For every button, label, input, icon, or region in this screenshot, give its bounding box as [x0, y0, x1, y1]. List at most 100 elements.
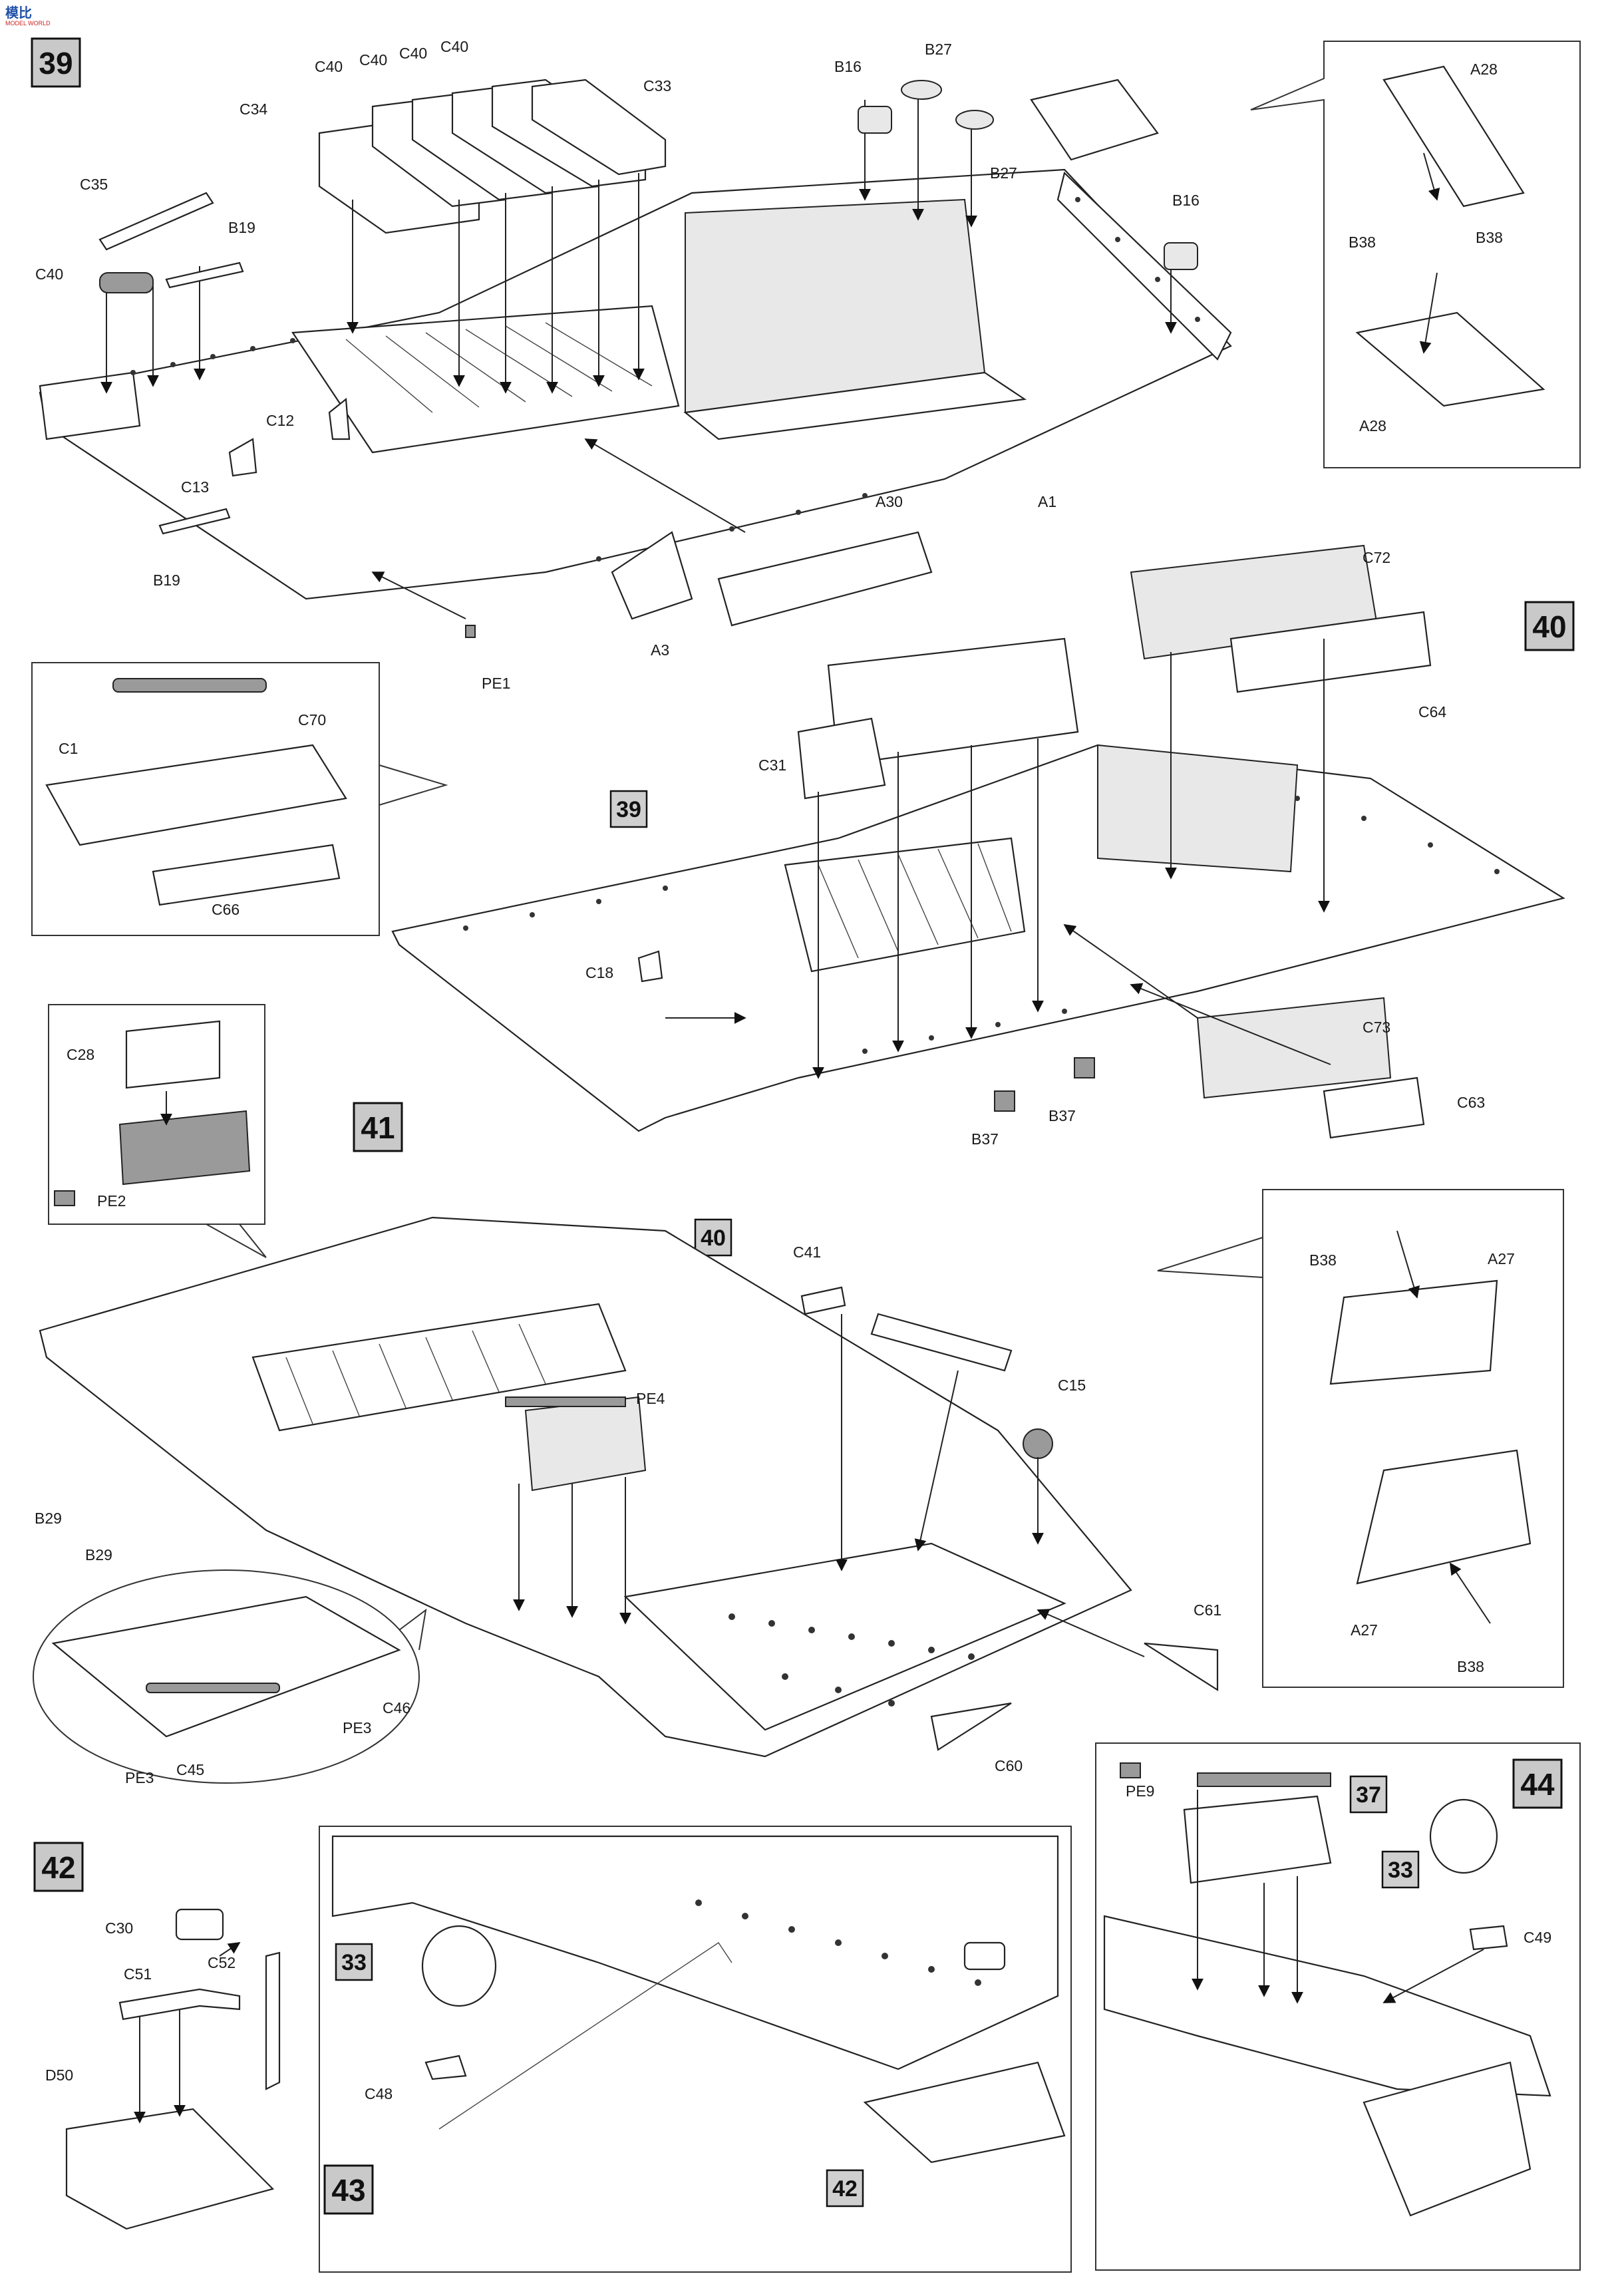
part-b27-right-shape [955, 110, 994, 130]
hatch-plate-39 [1030, 79, 1159, 161]
part-c51-shape [118, 1988, 241, 2021]
step-39-box [31, 37, 81, 88]
label-c73: C73 [1363, 1019, 1390, 1036]
label-a3: A3 [651, 641, 669, 659]
inset-a27-pointer [1157, 1237, 1263, 1278]
label-pe3-2: PE3 [125, 1769, 154, 1786]
part-a30-shape [717, 531, 933, 627]
inset-c1-bar [112, 678, 267, 693]
labels-step-41: C28 PE2 C41 C15 PE4 B29 B29 PE3 C46 PE3 … [35, 1046, 1515, 1786]
label-b38-3: B38 [1309, 1251, 1337, 1269]
label-pe3-1: PE3 [343, 1719, 371, 1736]
label-pe1: PE1 [482, 675, 510, 692]
label-c33: C33 [643, 77, 671, 94]
label-c52: C52 [208, 1954, 236, 1971]
label-c34: C34 [240, 100, 267, 118]
label-b27-2: B27 [990, 164, 1017, 182]
step-42-assembly: 42 C30 C51 C52 D50 [33, 1842, 281, 2230]
step-41-number: 41 [361, 1110, 395, 1145]
part-c49-shape [1469, 1925, 1508, 1951]
part-c64-shape [1229, 611, 1432, 693]
label-c30: C30 [105, 1919, 133, 1937]
inset-a28-plate-upper [1382, 65, 1525, 208]
inset-c70-tray [45, 744, 347, 846]
part-42-mirror-43 [963, 1941, 1006, 1971]
inset-a28-frame [1250, 41, 1581, 468]
label-a1: A1 [1038, 493, 1056, 510]
ref-33a-box [335, 1943, 373, 1981]
part-b16-right-shape [1164, 242, 1198, 270]
part-c40-cylinder [99, 272, 154, 293]
label-c72: C72 [1363, 549, 1390, 566]
part-c52-shape [265, 1951, 281, 2090]
step-43-frame [319, 1826, 1072, 2273]
label-b29-2: B29 [85, 1546, 112, 1563]
part-c35-shape [98, 192, 214, 251]
label-c1: C1 [59, 740, 78, 757]
ref-33a-number: 33 [341, 1950, 367, 1975]
inset-c28-box [125, 1020, 221, 1089]
detail-circle-tail [399, 1608, 427, 1651]
label-b37-2: B37 [1048, 1107, 1076, 1124]
step-40-box [1524, 601, 1575, 651]
ref-37-number: 37 [1356, 1782, 1381, 1808]
ref-33b-box [1381, 1850, 1420, 1889]
label-c40-4: C40 [440, 38, 468, 55]
part-33-headlight-44 [1429, 1798, 1498, 1874]
step-42-number: 42 [41, 1850, 75, 1885]
part-c12-shape [328, 397, 351, 440]
label-c63: C63 [1457, 1094, 1485, 1111]
step-39-assembly: 39 [31, 37, 1581, 692]
hull-41-louvres [285, 1323, 546, 1424]
step-43-hull [331, 1835, 1059, 2070]
label-c70: C70 [298, 711, 326, 729]
part-c15-shape [1023, 1428, 1053, 1459]
label-c46: C46 [383, 1699, 410, 1717]
part-c63-shape [1323, 1076, 1425, 1139]
label-c13: C13 [181, 478, 209, 496]
inset-pe2-frame [118, 1110, 251, 1186]
detail-circle [33, 1569, 420, 1784]
pe-marker-icon [54, 1190, 75, 1206]
step-43-assembly: 43 33 42 C48 [319, 1826, 1072, 2273]
part-d50-shape [65, 2108, 275, 2230]
inset-c28-frame [48, 1004, 265, 1225]
label-c28: C28 [67, 1046, 94, 1063]
label-c49: C49 [1524, 1929, 1551, 1946]
part-c61-shape [1144, 1642, 1219, 1692]
step-39-number: 39 [39, 46, 73, 81]
label-c18: C18 [585, 964, 613, 981]
label-c48: C48 [365, 2085, 393, 2102]
hatch-plate-41 [870, 1313, 1013, 1372]
part-c60-shape [930, 1702, 1012, 1751]
ref-40-box [694, 1218, 732, 1257]
part-37-bracket [1183, 1795, 1332, 1884]
brand-logo: 模比 MODEL WORLD [5, 5, 51, 27]
label-c40-1: C40 [315, 58, 343, 75]
step-41-arrows [513, 1314, 1145, 1657]
label-b27-1: B27 [925, 41, 952, 58]
part-c48-shape [424, 2054, 467, 2080]
step-40-number: 40 [1532, 609, 1566, 644]
label-c12: C12 [266, 412, 294, 429]
label-b19-1: B19 [228, 219, 255, 236]
step-44-number: 44 [1520, 1767, 1555, 1802]
label-b19-2: B19 [153, 572, 180, 589]
label-c66: C66 [212, 901, 240, 918]
label-a27-2: A27 [1351, 1621, 1378, 1639]
step-40-assembly: 40 39 [31, 544, 1575, 1148]
hull-40-deck [784, 837, 1026, 973]
label-pe9: PE9 [1126, 1782, 1154, 1800]
label-c64: C64 [1418, 703, 1446, 721]
part-a3-shape [611, 531, 693, 620]
rivet-row-41 [728, 1613, 975, 1707]
part-pe4-strip [505, 1396, 626, 1407]
ref-33b-number: 33 [1388, 1858, 1413, 1883]
part-pe1-shape [465, 625, 476, 638]
step-44-frame [1095, 1742, 1581, 2271]
part-c31-shape [797, 717, 886, 800]
louvre-covers [318, 79, 667, 234]
label-c41: C41 [793, 1243, 821, 1261]
label-c60: C60 [995, 1757, 1023, 1774]
part-b37-left-shape [994, 1090, 1015, 1112]
